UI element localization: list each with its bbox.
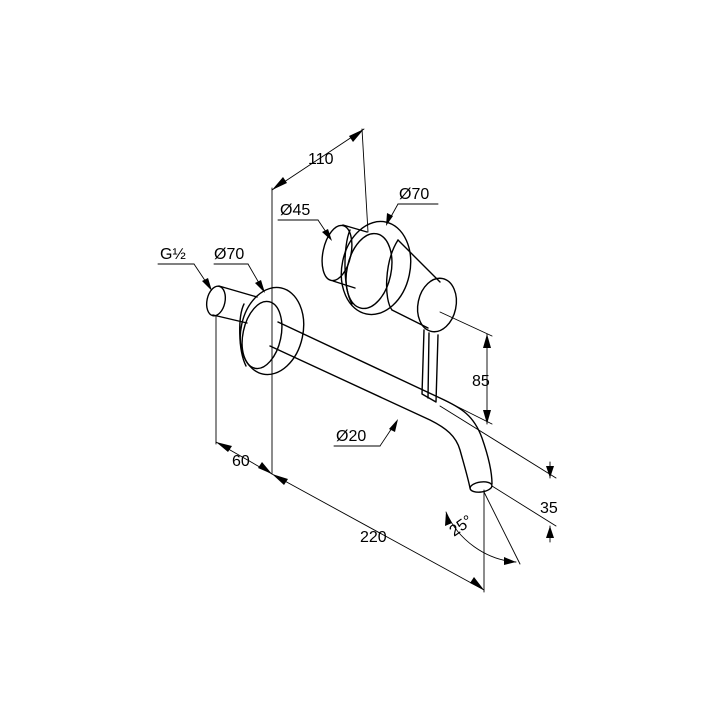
mixer-back-cylinder xyxy=(321,224,368,289)
leader-thread xyxy=(157,263,212,291)
dim-110-label: 110 xyxy=(308,151,334,168)
leader-dia70-top xyxy=(386,203,439,226)
dimension-85 xyxy=(439,311,493,425)
dim-85-label: 85 xyxy=(472,373,490,390)
dim-dia20-label: Ø20 xyxy=(336,428,366,445)
dimension-angle-25 xyxy=(445,491,521,565)
dim-thread-label: G½ xyxy=(160,246,186,263)
dimension-60 xyxy=(215,315,273,475)
leader-dia20 xyxy=(333,419,398,447)
dim-dia70-top-label: Ø70 xyxy=(399,186,429,203)
dim-60-label: 60 xyxy=(232,453,250,470)
leader-dia45 xyxy=(277,219,332,241)
dimension-220 xyxy=(271,473,485,593)
inlet-pipe-stub xyxy=(205,285,258,324)
dim-220-label: 220 xyxy=(360,529,387,546)
dim-angle-25-label: 25° xyxy=(447,512,477,540)
dimension-35 xyxy=(439,405,557,543)
dim-dia70-left-label: Ø70 xyxy=(214,246,244,263)
dimension-110 xyxy=(271,128,369,475)
wall-rosette xyxy=(239,286,305,376)
mixer-handle-cylinder xyxy=(385,239,458,333)
leader-dia70-left xyxy=(213,263,265,293)
dim-dia45-label: Ø45 xyxy=(280,202,310,219)
lever xyxy=(421,329,439,403)
dim-35-label: 35 xyxy=(540,500,558,517)
